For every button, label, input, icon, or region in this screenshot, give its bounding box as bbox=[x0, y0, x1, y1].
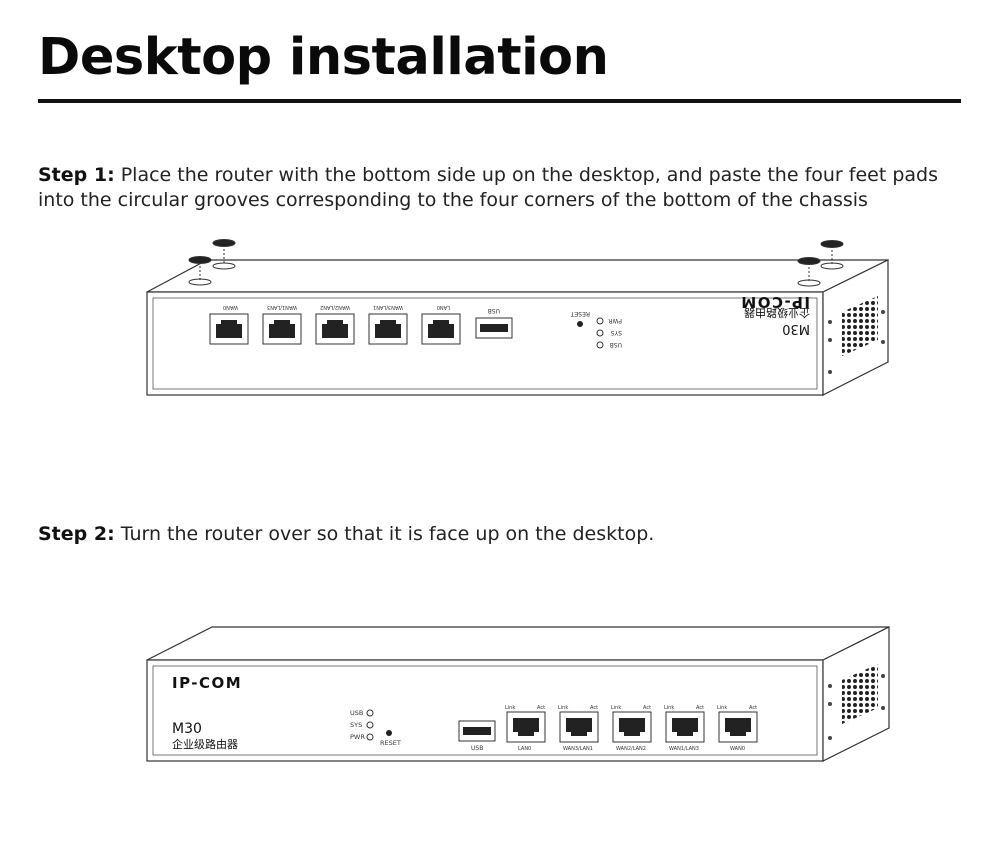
step-2-label: Step 2: bbox=[38, 523, 115, 545]
port-wan1-lan3: Link Act WAN1/LAN3 bbox=[664, 705, 705, 752]
port-act-label: Act bbox=[749, 705, 757, 711]
led-usb-label: USB bbox=[350, 709, 363, 717]
feet-pad-back-right bbox=[820, 240, 844, 270]
port-link-label: Link bbox=[505, 705, 515, 711]
port-wan2-lan2-label: WAN2/LAN2 bbox=[616, 746, 646, 752]
feet-pad-front-left bbox=[188, 256, 212, 286]
vent-grille-2 bbox=[842, 664, 878, 724]
led-usb-label-flipped: USB bbox=[610, 341, 622, 348]
reset-label-flipped: RESET bbox=[570, 310, 590, 317]
led-pwr-label-flipped: PWR bbox=[608, 317, 622, 324]
port-act-label: Act bbox=[643, 705, 651, 711]
step-2-instruction: Step 2: Turn the router over so that it … bbox=[38, 522, 938, 547]
port-act-label: Act bbox=[590, 705, 598, 711]
led-sys bbox=[366, 721, 374, 729]
step-1-label: Step 1: bbox=[38, 164, 115, 186]
port-wan3-lan1-label: WAN3/LAN1 bbox=[563, 746, 593, 752]
port-flipped-5-label: WAN0 bbox=[223, 304, 238, 310]
feet-pad-front-right bbox=[797, 257, 821, 287]
port-wan0-label: WAN0 bbox=[730, 746, 745, 752]
router-face-up-illustration: IP-COM M30 企业级路由器 USB SYS PWR RESET USB … bbox=[146, 626, 890, 762]
port-lan0: Link Act LAN0 bbox=[505, 705, 546, 752]
led-sys-label: SYS bbox=[350, 721, 362, 729]
model-name-cn: 企业级路由器 bbox=[172, 737, 238, 751]
usb-label-flipped: USB bbox=[488, 307, 500, 314]
port-wan2-lan2: Link Act WAN2/LAN2 bbox=[611, 705, 652, 752]
reset-label: RESET bbox=[380, 739, 401, 747]
led-usb bbox=[366, 709, 374, 717]
chassis-front-2 bbox=[146, 659, 824, 762]
port-act-label: Act bbox=[537, 705, 545, 711]
brand-logo: IP-COM bbox=[172, 674, 242, 692]
model-name: M30 bbox=[172, 721, 202, 737]
reset-hole bbox=[386, 730, 392, 736]
port-wan1-lan3-label: WAN1/LAN3 bbox=[669, 746, 699, 752]
brand-logo-flipped: IP-COM bbox=[740, 293, 810, 311]
step-1-text: Place the router with the bottom side up… bbox=[38, 164, 938, 211]
port-wan3-lan1: Link Act WAN3/LAN1 bbox=[558, 705, 599, 752]
port-link-label: Link bbox=[558, 705, 568, 711]
chassis-top-2 bbox=[146, 626, 890, 661]
led-pwr-label: PWR bbox=[350, 733, 365, 741]
usb-label: USB bbox=[471, 745, 483, 752]
feet-pad-back-left bbox=[212, 239, 236, 270]
title-divider bbox=[38, 99, 961, 103]
model-flipped: M30 bbox=[782, 321, 810, 336]
led-pwr bbox=[366, 733, 374, 741]
chassis-front bbox=[146, 291, 824, 396]
chassis-top bbox=[146, 259, 889, 293]
port-link-label: Link bbox=[611, 705, 621, 711]
step-1-instruction: Step 1: Place the router with the bottom… bbox=[38, 163, 938, 213]
led-sys-label-flipped: SYS bbox=[611, 329, 622, 336]
port-flipped-1-label: LAN0 bbox=[437, 304, 450, 310]
port-flipped-3-label: WAN2/LAN2 bbox=[320, 304, 350, 310]
port-flipped-4-label: WAN1/LAN3 bbox=[267, 304, 297, 310]
port-lan0-label: LAN0 bbox=[518, 746, 531, 752]
port-act-label: Act bbox=[696, 705, 704, 711]
port-link-label: Link bbox=[717, 705, 727, 711]
port-link-label: Link bbox=[664, 705, 674, 711]
model-cn-flipped: 企业级路由器 bbox=[744, 306, 810, 320]
port-wan0: Link Act WAN0 bbox=[717, 705, 758, 752]
vent-grille bbox=[842, 296, 878, 356]
step-2-text: Turn the router over so that it is face … bbox=[114, 523, 655, 545]
flipped-front-panel: IP-COM M30 企业级路由器 USB SYS PWR RESET USB … bbox=[209, 293, 810, 349]
page-title: Desktop installation bbox=[38, 28, 609, 87]
port-flipped-2-label: WAN3/LAN1 bbox=[373, 304, 403, 310]
